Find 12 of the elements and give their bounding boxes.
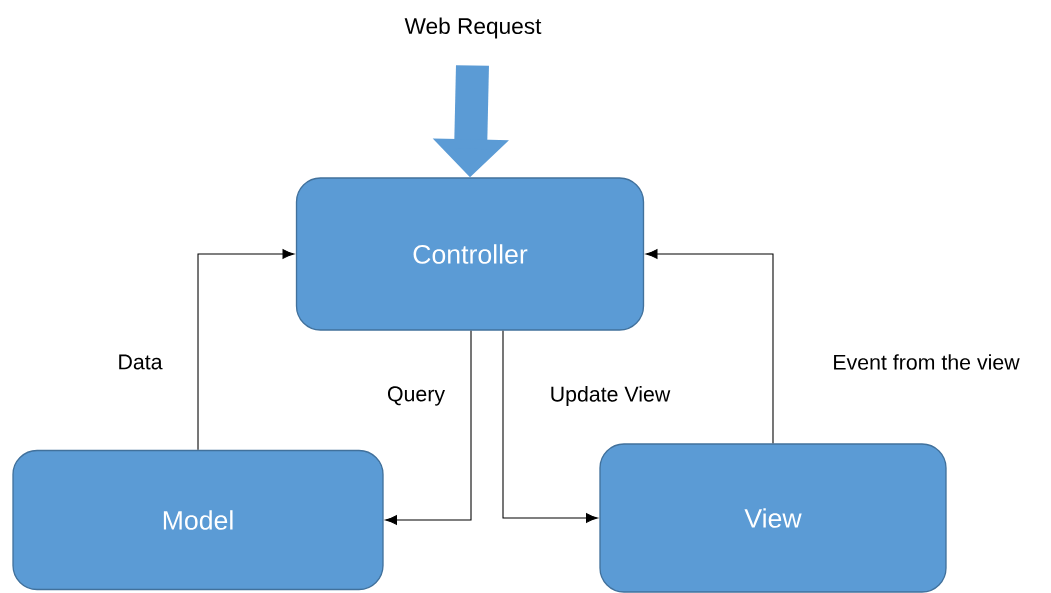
- arrow: [197, 249, 295, 451]
- edge-label: Data: [119, 354, 163, 370]
- input-label: Web Request: [404, 17, 542, 39]
- arrow: [502, 330, 598, 523]
- edge-label: Update View: [551, 386, 671, 406]
- edge-label: Query: [387, 386, 445, 406]
- process-box: Model: [12, 449, 384, 591]
- edge-label: Event from the view: [834, 354, 1020, 370]
- arrow: [385, 330, 472, 525]
- arrow: [645, 249, 774, 444]
- process-box: View: [599, 443, 947, 593]
- process-box: Controller: [295, 177, 645, 331]
